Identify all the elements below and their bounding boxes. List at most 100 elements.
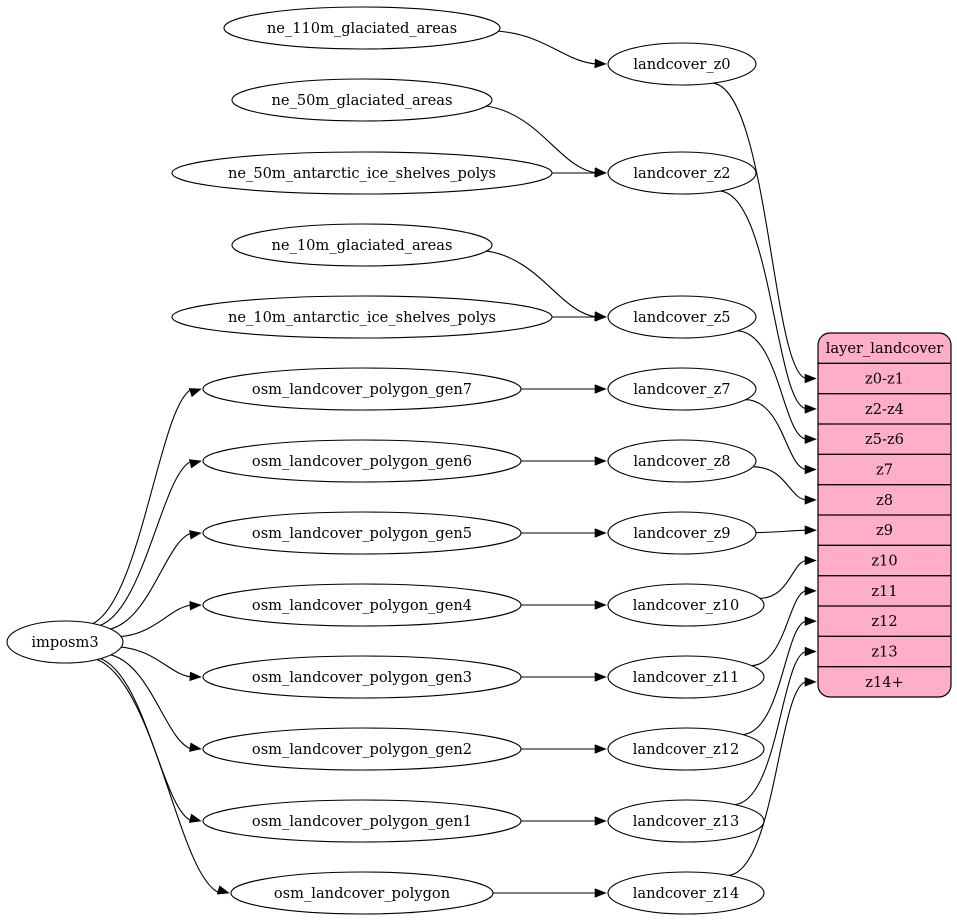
edge-arrowhead [594,528,607,538]
edge-imposm3-to-osm_landcover_polygon_gen4 [120,604,193,638]
node-ne_10m_glaciated_areas[interactable]: ne_10m_glaciated_areas [231,223,493,267]
node-osm_landcover_polygon[interactable]: osm_landcover_polygon [230,871,494,915]
node-osm_landcover_polygon_gen5[interactable]: osm_landcover_polygon_gen5 [202,511,522,555]
edge-arrowhead [594,672,607,682]
node-shape [202,511,522,555]
node-label: ne_10m_glaciated_areas [272,237,453,254]
node-layer: imposm3 ne_110m_glaciated_areas ne_50m_gla… [6,6,765,915]
node-shape [202,439,522,483]
node-osm_landcover_polygon_gen7[interactable]: osm_landcover_polygon_gen7 [202,367,522,411]
node-shape [202,655,522,699]
node-label: ne_110m_glaciated_areas [267,20,457,37]
node-label: osm_landcover_polygon_gen7 [252,381,472,398]
node-shape [171,295,553,339]
node-label: osm_landcover_polygon_gen6 [252,453,472,470]
record-row-z14+[interactable]: z14+ [865,674,904,691]
node-osm_landcover_polygon_gen2[interactable]: osm_landcover_polygon_gen2 [202,727,522,771]
node-ne_50m_antarctic_ice_shelves_polys[interactable]: ne_50m_antarctic_ice_shelves_polys [171,151,553,195]
node-osm_landcover_polygon_gen3[interactable]: osm_landcover_polygon_gen3 [202,655,522,699]
node-label: landcover_z5 [633,309,730,326]
node-landcover_z9[interactable]: landcover_z9 [607,511,757,555]
node-landcover_z12[interactable]: landcover_z12 [607,727,765,771]
edge-arrowhead [804,495,817,505]
edge-landcover_z9-to-layer_landcover-z9 [754,529,808,534]
node-landcover_z11[interactable]: landcover_z11 [607,655,765,699]
node-shape [202,727,522,771]
node-label: landcover_z14 [633,885,739,902]
node-ne_10m_antarctic_ice_shelves_polys[interactable]: ne_10m_antarctic_ice_shelves_polys [171,295,553,339]
record-row-z13[interactable]: z13 [871,644,897,661]
record-layer: layer_landcoverz0-z1z2-z4z5-z6z7z8z9z10z… [817,332,952,698]
edge-arrowhead [594,456,607,466]
node-shape [607,42,757,86]
edge-ne_10m_glaciated_areas-to-landcover_z5 [484,250,598,318]
node-shape [607,799,765,843]
node-label: landcover_z10 [633,597,739,614]
edge-arrowhead [189,671,202,682]
edge-arrowhead [594,600,607,610]
record-row-z9[interactable]: z9 [876,522,893,539]
node-label: landcover_z11 [633,669,739,686]
edge-arrowhead [189,600,202,611]
edge-imposm3-to-osm_landcover_polygon [96,658,221,894]
node-landcover_z7[interactable]: landcover_z7 [607,367,757,411]
node-shape [231,223,493,267]
record-node-layer-landcover[interactable]: layer_landcoverz0-z1z2-z4z5-z6z7z8z9z10z… [817,332,952,698]
node-shape [202,583,522,627]
node-label: landcover_z13 [633,813,739,830]
node-landcover_z14[interactable]: landcover_z14 [607,871,765,915]
record-row-z0-z1[interactable]: z0-z1 [865,371,904,388]
edge-arrowhead [804,677,817,687]
node-label: landcover_z8 [633,453,730,470]
node-landcover_z2[interactable]: landcover_z2 [607,151,757,195]
node-landcover_z13[interactable]: landcover_z13 [607,799,765,843]
record-row-z10[interactable]: z10 [871,553,897,570]
edge-arrowhead [804,404,817,414]
node-shape [607,151,757,195]
edge-arrowhead [594,168,607,178]
node-shape [607,583,765,627]
node-landcover_z5[interactable]: landcover_z5 [607,295,757,339]
node-shape [171,151,553,195]
node-landcover_z8[interactable]: landcover_z8 [607,439,757,483]
node-osm_landcover_polygon_gen1[interactable]: osm_landcover_polygon_gen1 [202,799,522,843]
node-label: osm_landcover_polygon_gen2 [252,741,472,758]
node-label: osm_landcover_polygon_gen4 [252,597,472,614]
record-row-z11[interactable]: z11 [871,583,897,600]
node-shape [607,511,757,555]
node-shape [607,655,765,699]
node-ne_50m_glaciated_areas[interactable]: ne_50m_glaciated_areas [231,78,493,122]
node-label: landcover_z12 [633,741,739,758]
node-shape [231,78,493,122]
record-row-z12[interactable]: z12 [871,613,897,630]
edge-arrowhead [804,434,817,444]
node-label: ne_50m_glaciated_areas [272,92,453,109]
node-landcover_z0[interactable]: landcover_z0 [607,42,757,86]
node-osm_landcover_polygon_gen6[interactable]: osm_landcover_polygon_gen6 [202,439,522,483]
node-shape [607,367,757,411]
edge-imposm3-to-osm_landcover_polygon_gen3 [120,646,193,678]
node-ne_110m_glaciated_areas[interactable]: ne_110m_glaciated_areas [223,6,501,50]
edge-arrowhead [216,885,230,895]
edge-arrowhead [594,384,607,394]
record-row-z5-z6[interactable]: z5-z6 [865,431,904,448]
record-row-z2-z4[interactable]: z2-z4 [865,401,904,418]
record-row-z7[interactable]: z7 [876,462,893,479]
edge-arrowhead [804,616,817,626]
node-osm_landcover_polygon_gen4[interactable]: osm_landcover_polygon_gen4 [202,583,522,627]
node-landcover_z10[interactable]: landcover_z10 [607,583,765,627]
node-label: landcover_z7 [633,381,730,398]
edge-ne_50m_glaciated_areas-to-landcover_z2 [484,105,598,174]
node-imposm3[interactable]: imposm3 [6,620,124,664]
edge-arrowhead [804,373,817,384]
node-label: osm_landcover_polygon [274,885,450,902]
edge-arrowhead [188,459,202,469]
edge-landcover_z13-to-layer_landcover-z13 [733,650,808,806]
record-row-z8[interactable]: z8 [876,492,893,509]
edge-arrowhead [804,555,817,566]
edge-arrowhead [594,312,607,322]
edge-landcover_z8-to-layer_landcover-z8 [752,466,808,501]
edge-imposm3-to-osm_landcover_polygon_gen2 [110,654,193,750]
edge-arrowhead [804,646,817,657]
